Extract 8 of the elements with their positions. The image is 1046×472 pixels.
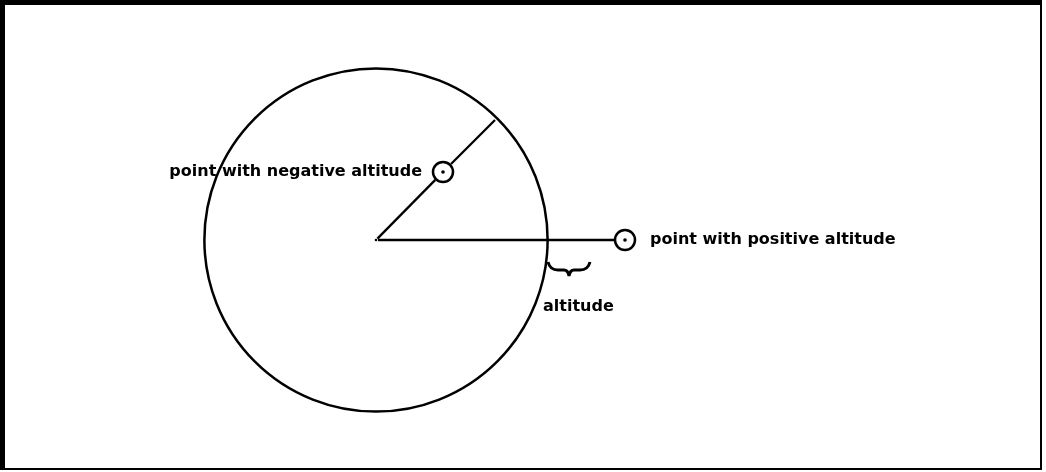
point-label: point with negative altitude bbox=[169, 163, 422, 179]
point-label: point with positive altitude bbox=[650, 231, 896, 247]
point-marker bbox=[432, 161, 454, 183]
radius-line bbox=[378, 238, 614, 242]
center-point bbox=[374, 238, 378, 242]
altitude-label: altitude bbox=[543, 298, 614, 314]
point-marker bbox=[614, 229, 636, 251]
radius-line bbox=[376, 179, 437, 240]
